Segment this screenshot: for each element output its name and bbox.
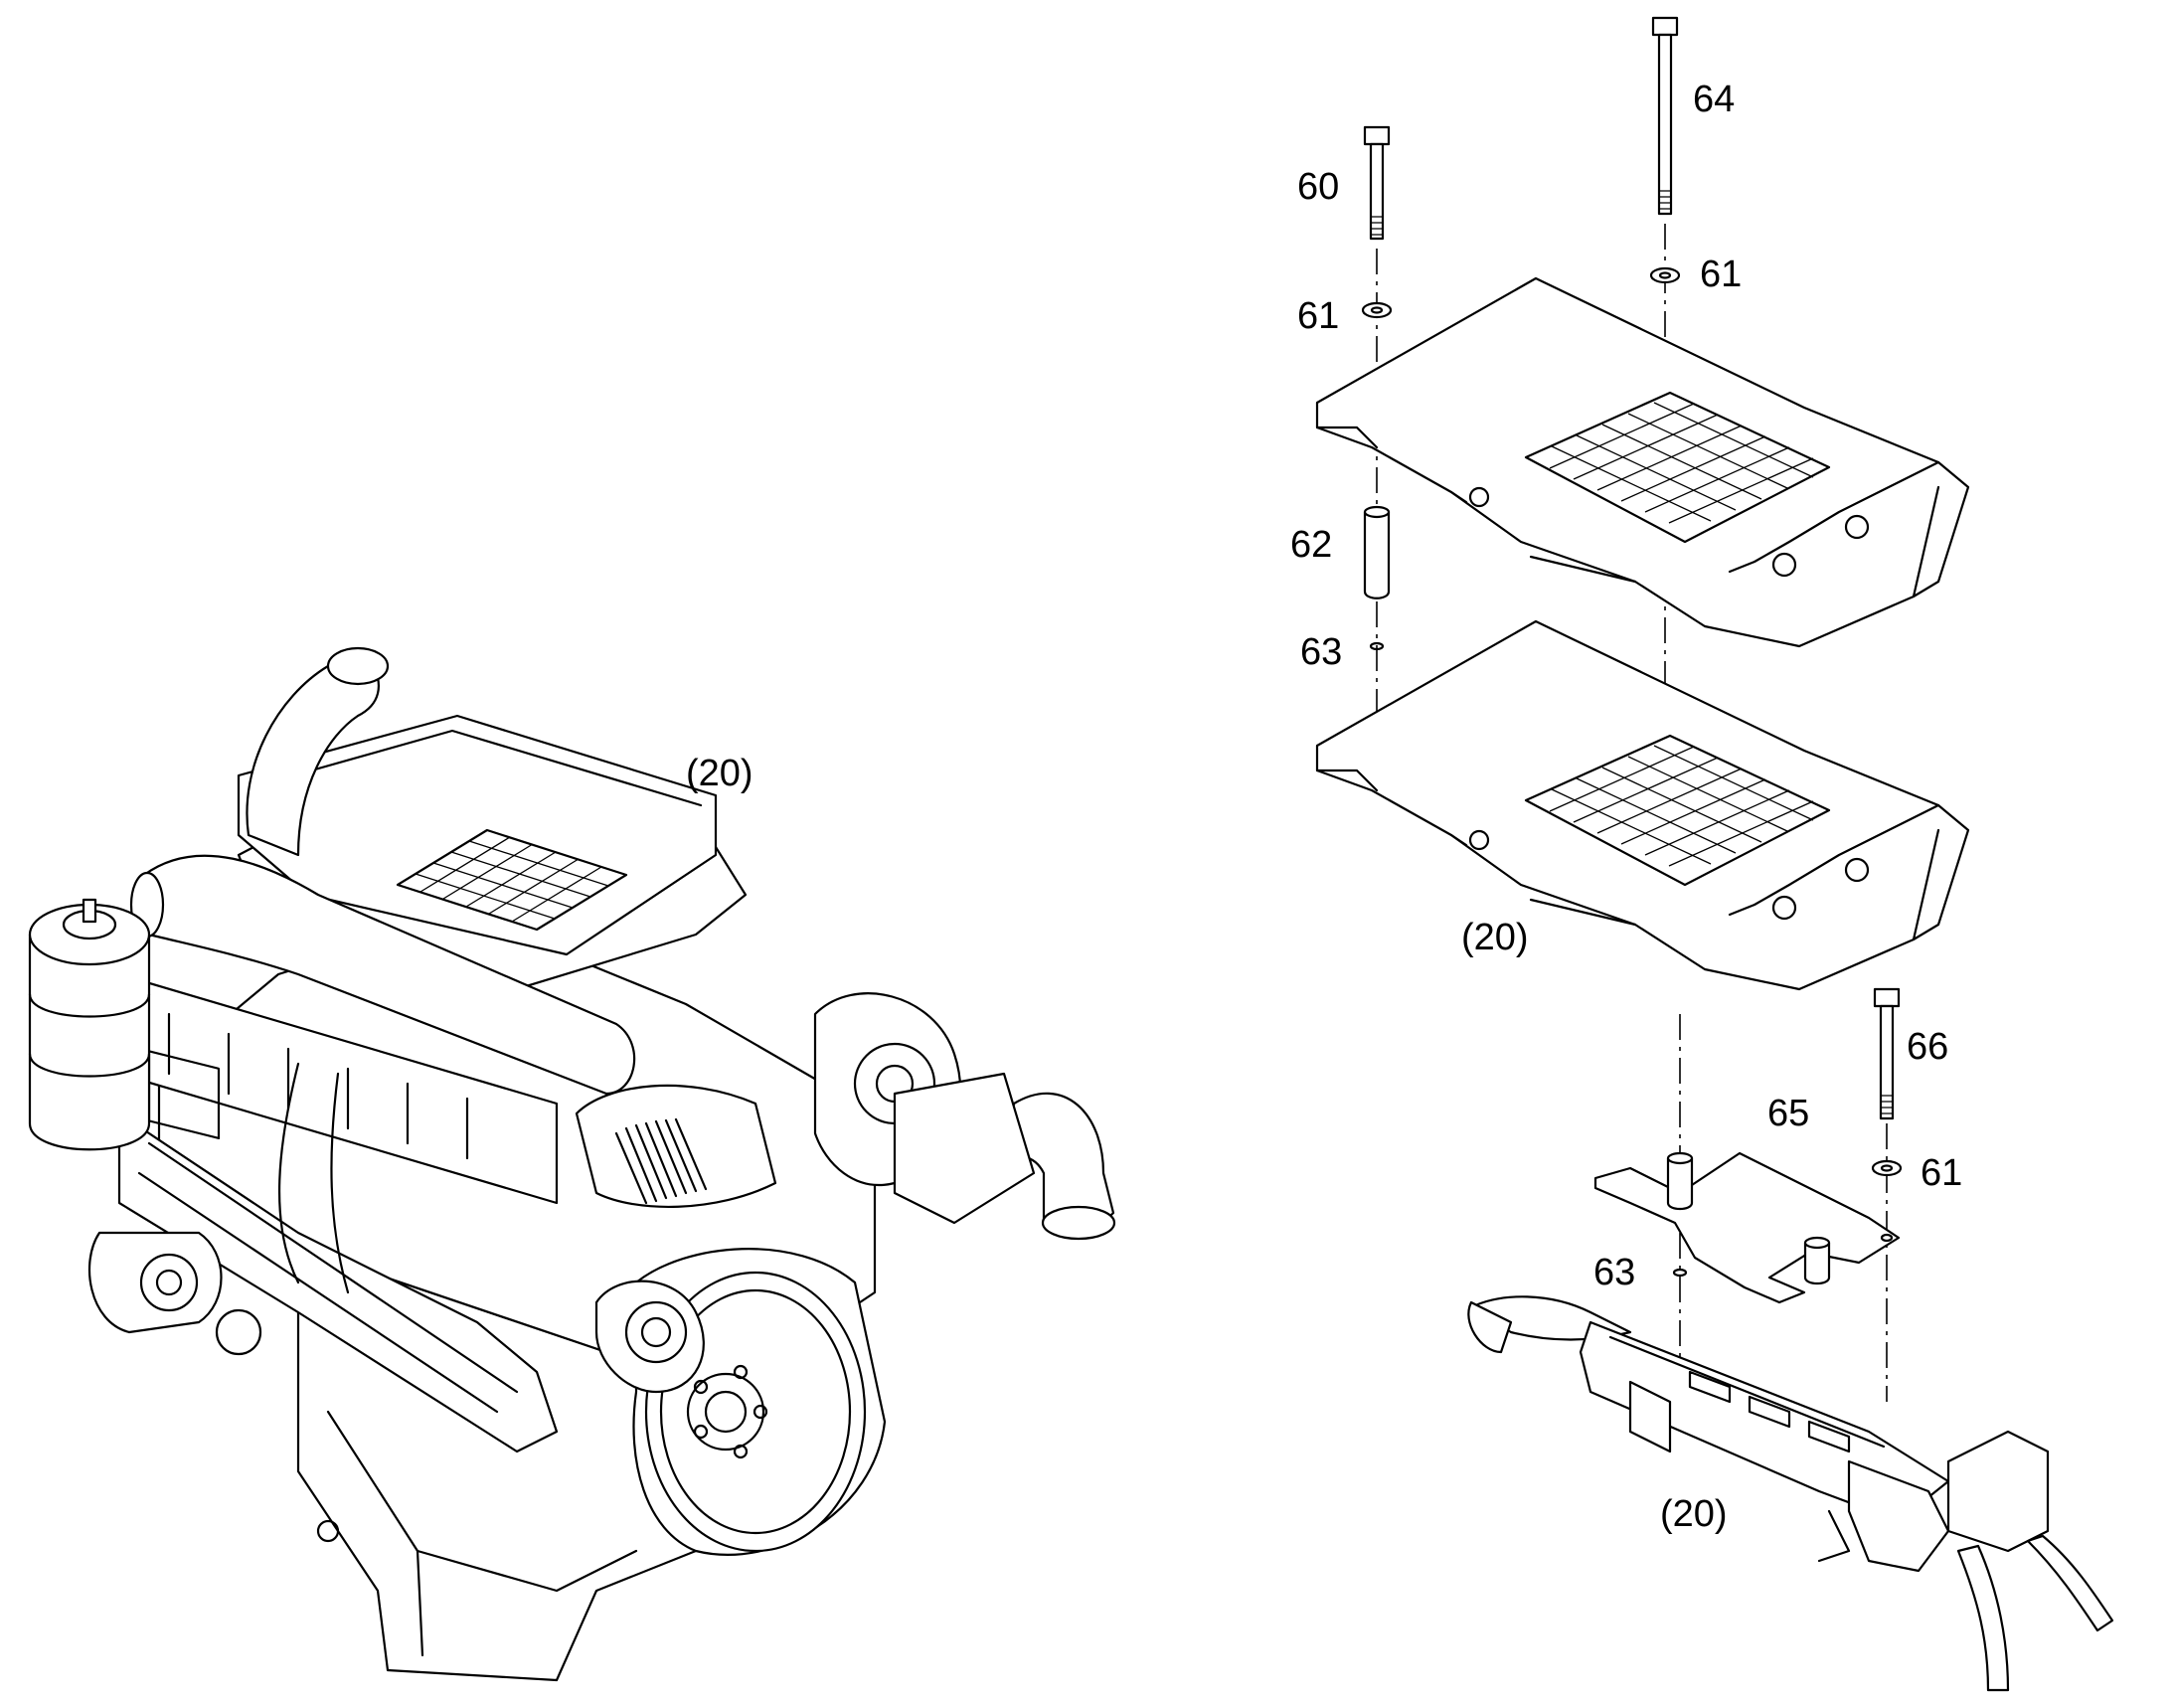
- callout-64: 64: [1693, 79, 1735, 120]
- engine-cover-lower: [1315, 619, 1970, 991]
- clip-63a: [1369, 641, 1385, 651]
- clip-63b: [1672, 1268, 1688, 1278]
- callout-62: 62: [1290, 524, 1332, 566]
- spacer-62: [1363, 505, 1391, 599]
- fuel-rail-assembly: [1467, 1295, 2114, 1692]
- callout-63a: 63: [1300, 631, 1342, 673]
- washer-61a: [1361, 301, 1393, 319]
- bolt-66: [1873, 987, 1901, 1120]
- ref-rail: (20): [1660, 1493, 1728, 1535]
- callout-61c: 61: [1921, 1152, 1962, 1194]
- callout-61a: 61: [1297, 295, 1339, 337]
- callout-63b: 63: [1593, 1252, 1635, 1293]
- bolt-60: [1363, 125, 1391, 241]
- callout-65: 65: [1767, 1093, 1809, 1134]
- ref-cover-lower: (20): [1461, 917, 1529, 958]
- callout-66: 66: [1907, 1026, 1948, 1068]
- bellows-coupling: [614, 1117, 708, 1205]
- cover-grid-upper: [1524, 391, 1831, 544]
- engine-assembly-illustration: [28, 646, 1116, 1682]
- washer-61b: [1649, 266, 1681, 284]
- washer-61c: [1871, 1159, 1903, 1177]
- callout-61b: 61: [1700, 254, 1742, 295]
- engine-cover-grid: [396, 828, 628, 932]
- ref-engine: (20): [686, 753, 753, 794]
- bolt-64: [1651, 16, 1679, 216]
- engine-cover-upper: [1315, 276, 1970, 648]
- callout-60: 60: [1297, 166, 1339, 208]
- cover-grid-lower: [1524, 734, 1831, 887]
- bracket-65: [1593, 1151, 1901, 1304]
- oil-filter-housing: [28, 898, 151, 1151]
